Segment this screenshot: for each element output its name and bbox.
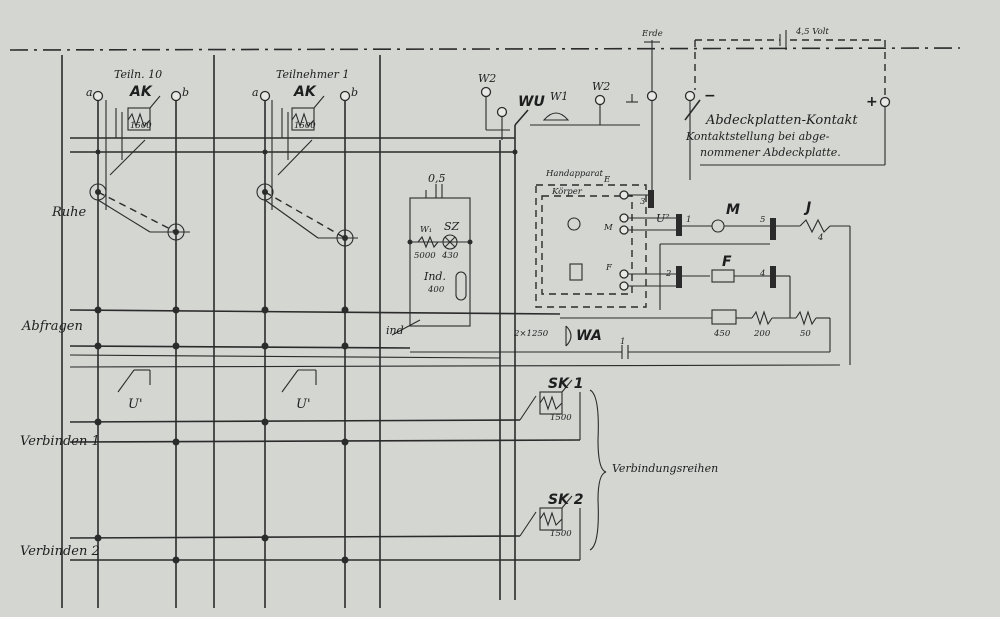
label-sk1-value: 1500 xyxy=(550,413,572,423)
label-abdeck-title: Abdeckplatten-Kontakt xyxy=(705,113,858,128)
label-handapparat: Handapparat xyxy=(545,169,604,179)
label-wu: WU xyxy=(518,94,545,110)
label-sk1: SK 1 xyxy=(548,376,584,392)
subscriber-verticals xyxy=(97,100,346,608)
label-wa: WA xyxy=(576,328,602,344)
ruhe-switch-1 xyxy=(256,139,358,247)
label-plus: + xyxy=(866,94,878,110)
label-a-1: a xyxy=(252,86,259,99)
label-verbinden2: Verbinden 2 xyxy=(20,544,100,559)
label-w1: W1 xyxy=(550,90,568,103)
label-430: 430 xyxy=(441,251,459,261)
label-teiln10: Teiln. 10 xyxy=(114,68,162,81)
label-a-10: a xyxy=(86,86,93,99)
contact-springs xyxy=(648,190,776,288)
label-n2: 2 xyxy=(665,269,671,279)
label-volt: 4,5 Volt xyxy=(795,27,829,37)
label-sz: SZ xyxy=(444,220,460,233)
receiver-f xyxy=(659,243,791,318)
relay-ak-1 xyxy=(281,95,325,160)
label-sk2: SK 2 xyxy=(548,492,584,508)
label-j: J xyxy=(803,200,811,216)
ruhe-switch-10 xyxy=(89,139,190,241)
microphone-m xyxy=(682,218,851,365)
label-u1-1: U' xyxy=(296,397,311,412)
label-u1-10: U' xyxy=(128,397,143,412)
wa-winding xyxy=(410,325,830,359)
label-n4-j: 4 xyxy=(817,233,823,243)
label-n1: 1 xyxy=(686,215,691,225)
label-abdeck-line1: Kontaktstellung bei abge- xyxy=(685,130,830,143)
verbindungsreihen-brace xyxy=(589,389,607,551)
u-prime-switch-1 xyxy=(281,369,317,393)
frame-lines xyxy=(61,55,381,608)
label-w2-right: W2 xyxy=(592,80,610,93)
ab-terminals xyxy=(92,90,351,102)
label-m: M xyxy=(726,202,740,218)
label-c1: 1 xyxy=(620,337,625,347)
label-ind: ind xyxy=(386,324,404,337)
relay-sk1 xyxy=(519,379,581,440)
resistor-row xyxy=(560,309,831,352)
handset-box xyxy=(535,184,680,308)
label-ak10-value: 1500 xyxy=(130,121,152,131)
label-n3: 3 xyxy=(640,197,645,207)
u-prime-switch-10 xyxy=(117,369,151,393)
relay-sk2 xyxy=(519,495,581,560)
label-n5: 5 xyxy=(760,215,765,225)
label-450: 450 xyxy=(713,329,731,339)
label-sk2-value: 1500 xyxy=(550,529,572,539)
relay-ak-10 xyxy=(115,95,161,160)
wu-switch xyxy=(480,86,529,600)
label-minus: − xyxy=(704,88,716,104)
label-verbindungsreihen: Verbindungsreihen xyxy=(612,462,718,475)
label-teilnehmer1: Teilnehmer 1 xyxy=(276,68,349,81)
w1-buzzer xyxy=(530,94,640,126)
label-koerper: Körper xyxy=(551,187,583,197)
label-05: 0,5 xyxy=(428,172,446,185)
label-ak-10: AK xyxy=(129,84,153,100)
label-abfragen: Abfragen xyxy=(21,319,83,334)
label-ind-coil: Ind. xyxy=(423,270,446,283)
junction-nodes xyxy=(94,149,518,564)
label-50: 50 xyxy=(800,329,811,339)
top-boundary-line xyxy=(9,47,961,51)
horizontal-buses xyxy=(69,137,841,561)
label-400: 400 xyxy=(427,285,445,295)
label-ak-1: AK xyxy=(293,84,317,100)
label-f: F xyxy=(722,254,732,270)
labels: Teiln. 10 Teilnehmer 1 AK AK a b a b 150… xyxy=(20,27,878,559)
label-200: 200 xyxy=(753,329,771,339)
label-f-small: F xyxy=(605,263,613,273)
label-n4: 4 xyxy=(759,269,765,279)
label-m-small: M xyxy=(603,223,613,233)
label-erde: Erde xyxy=(641,29,663,39)
label-w2-left: W2 xyxy=(478,72,496,85)
earth-and-battery xyxy=(626,30,891,190)
label-verbinden1: Verbinden 1 xyxy=(20,434,100,449)
indicator-block xyxy=(391,184,473,336)
label-b-10: b xyxy=(182,86,189,99)
label-ruhe: Ruhe xyxy=(51,205,87,220)
label-5000: 5000 xyxy=(414,251,436,261)
label-u2: U² xyxy=(656,212,670,225)
label-w1s: W₁ xyxy=(420,225,432,235)
label-abdeck-line2: nommener Abdeckplatte. xyxy=(700,146,841,159)
label-ak1-value: 1500 xyxy=(294,121,316,131)
label-b-1: b xyxy=(351,86,358,99)
label-e: E xyxy=(603,175,611,185)
label-2x1250: 2×1250 xyxy=(513,329,549,339)
